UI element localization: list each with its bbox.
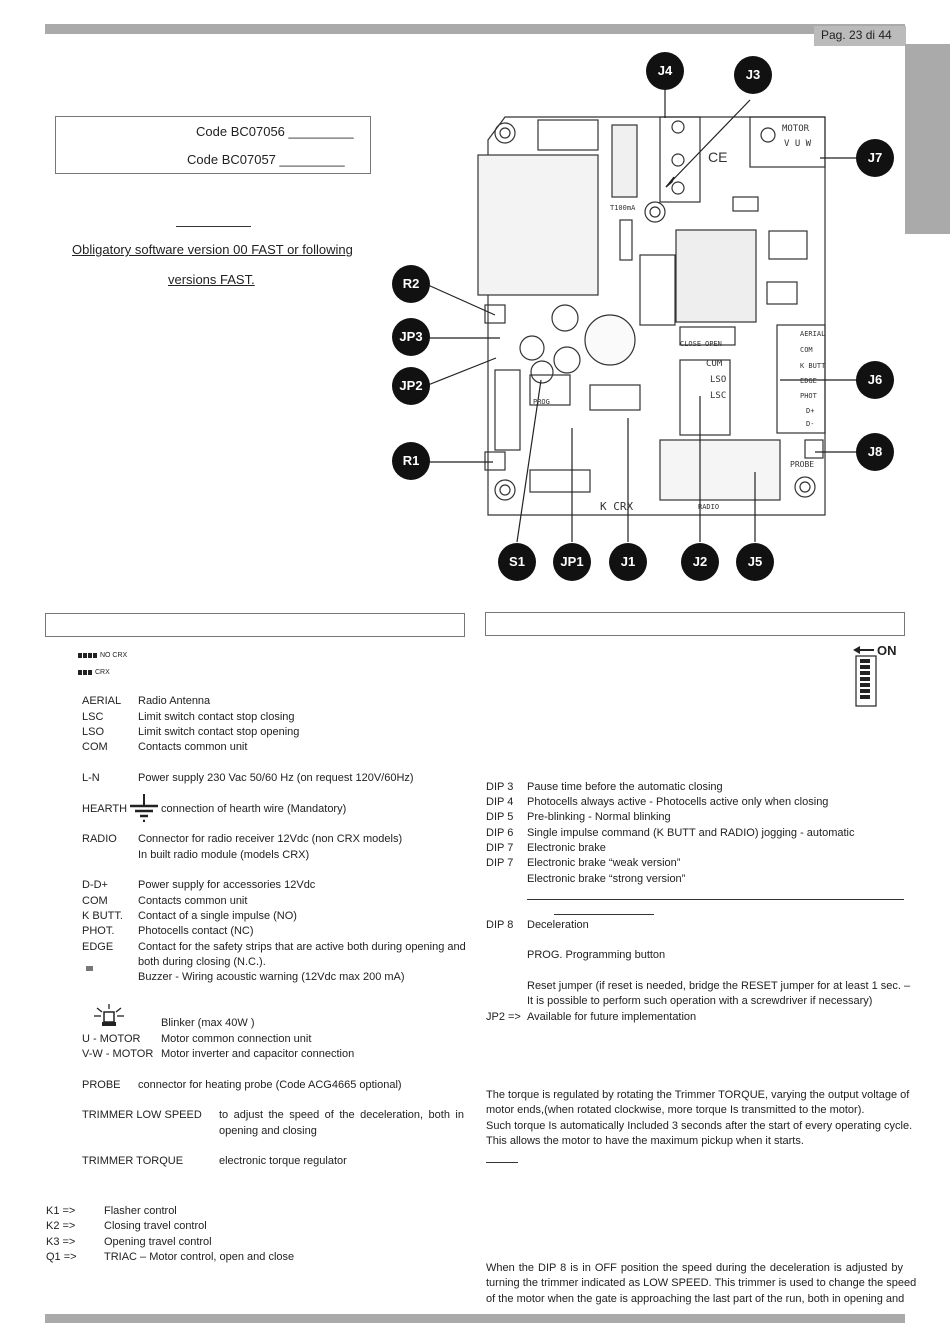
callout-j4: J4 — [646, 52, 684, 90]
silk-motor: MOTOR — [782, 124, 810, 134]
legend-crx-label: CRX — [94, 669, 110, 676]
torque-paragraph-line-1: The torque is regulated by rotating the … — [486, 1089, 910, 1101]
silk-ce: CE — [708, 149, 727, 165]
silk-radio: RADIO — [698, 503, 719, 511]
speed-paragraph-line-2: turning the trimmer indicated as LOW SPE… — [486, 1277, 917, 1289]
torque-paragraph-line-3: Such torque Is automatically Included 3 … — [486, 1120, 913, 1132]
blinker-icon — [94, 1004, 124, 1026]
notice-line-1: Obligatory software version 00 FAST or f… — [72, 242, 353, 257]
callout-jp2: JP2 — [392, 367, 430, 405]
speed-paragraph-line-3: of the motor when the gate is approachin… — [486, 1293, 905, 1305]
ground-icon — [130, 794, 158, 822]
left-section-header — [45, 613, 465, 637]
silk-dminus: D- — [806, 420, 814, 428]
callout-r1: R1 — [392, 442, 430, 480]
callout-j8: J8 — [856, 433, 894, 471]
dip-switch-icon: ON — [853, 643, 897, 707]
trimmer-low-desc-2: opening and closing — [219, 1125, 317, 1137]
callout-j6: J6 — [856, 361, 894, 399]
silk-edge-com: COM — [800, 346, 813, 354]
blank-underline — [176, 226, 251, 227]
legend-no-crx: NO CRX — [78, 652, 127, 659]
header-bar — [45, 24, 905, 34]
silk-kbutt: K BUTT — [800, 362, 826, 370]
code-line-2: Code BC07057 _________ — [187, 152, 345, 167]
silk-lsc: LSC — [710, 391, 726, 401]
silk-dplus: D+ — [806, 407, 814, 415]
trimmer-low-desc: to adjust the speed of the deceleration,… — [219, 1109, 464, 1121]
callout-jp1: JP1 — [553, 543, 591, 581]
torque-paragraph-line-4: This allows the motor to have the maximu… — [486, 1135, 804, 1147]
silk-close: CLOSE — [680, 340, 701, 348]
footer-bar — [45, 1314, 905, 1323]
silk-prog: PROG — [533, 398, 550, 406]
callout-jp3: JP3 — [392, 318, 430, 356]
callout-s1: S1 — [498, 543, 536, 581]
silk-crx: K CRX — [600, 500, 633, 513]
prog-row: PROG. Programming button — [527, 949, 666, 961]
silk-vuw: V U W — [784, 139, 812, 149]
silk-open: OPEN — [705, 340, 722, 348]
side-tab — [905, 44, 950, 234]
torque-short-underline — [486, 1162, 518, 1163]
callout-j1: J1 — [609, 543, 647, 581]
callout-r2: R2 — [392, 265, 430, 303]
legend-crx: CRX — [78, 669, 110, 676]
code-box: Code BC07056 _________ Code BC07057 ____… — [55, 116, 371, 174]
silk-edge: EDGE — [800, 377, 817, 385]
silk-phot: PHOT — [800, 392, 818, 400]
page-label: Pag. 23 di 44 — [821, 28, 892, 42]
notice-line-2: versions FAST. — [168, 272, 255, 287]
code-line-1: Code BC07056 _________ — [196, 124, 354, 139]
speed-paragraph-line-1: When the DIP 8 is in OFF position the sp… — [486, 1262, 903, 1274]
silk-probe: PROBE — [790, 460, 814, 469]
callout-j5: J5 — [736, 543, 774, 581]
blinker-text: Blinker (max 40W ) — [161, 1017, 255, 1029]
callout-j2: J2 — [681, 543, 719, 581]
buzzer-icon — [86, 966, 93, 971]
reset-row-2: It is possible to perform such operation… — [527, 995, 873, 1007]
board-diagram: MOTOR V U W T100mA CE COM LSO LSC AERIAL… — [427, 90, 858, 543]
divider-line — [527, 899, 904, 900]
right-section-header — [485, 612, 905, 636]
legend-no-crx-label: NO CRX — [99, 652, 128, 659]
callout-j3: J3 — [734, 56, 772, 94]
torque-paragraph-line-2: motor ends,(when rotated clockwise, more… — [486, 1104, 865, 1116]
callout-j7: J7 — [856, 139, 894, 177]
short-underline — [554, 914, 654, 915]
silk-aerial: AERIAL — [800, 330, 825, 338]
reset-row-1: Reset jumper (if reset is needed, bridge… — [527, 980, 911, 992]
page-number: Pag. 23 di 44 — [814, 26, 906, 46]
silk-lso: LSO — [710, 375, 726, 385]
silk-com: COM — [706, 359, 723, 369]
silk-fuse: T100mA — [610, 204, 636, 212]
dip-on-label: ON — [877, 643, 897, 658]
